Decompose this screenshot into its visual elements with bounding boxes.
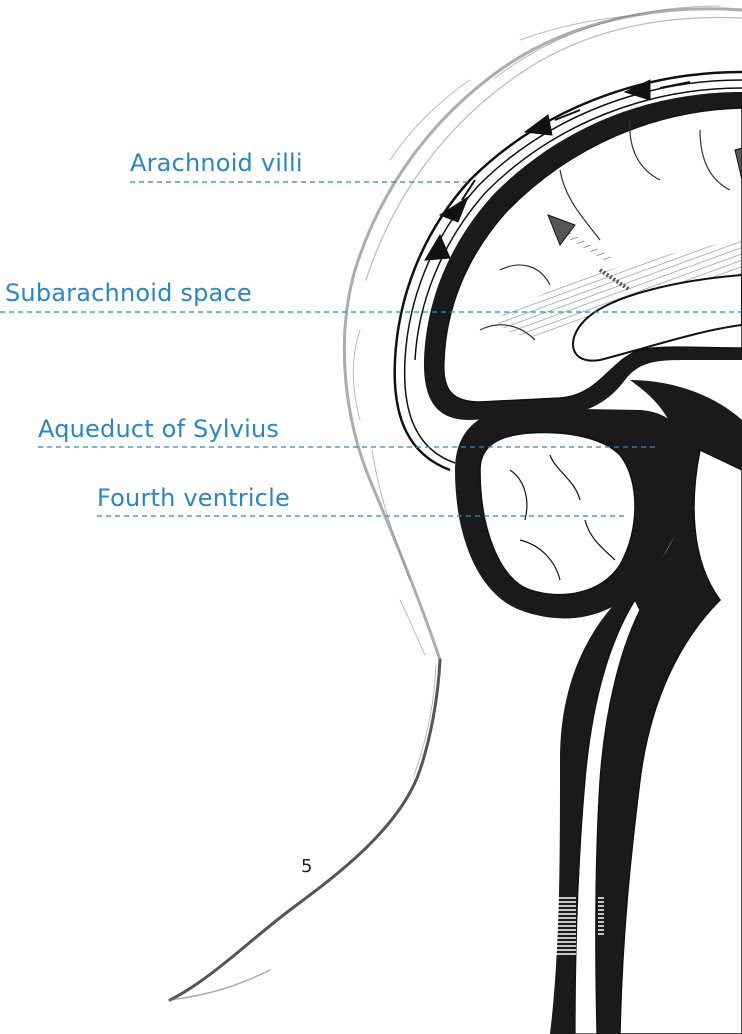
stripe-band-mid (598, 895, 604, 935)
stripe-band-right (642, 895, 662, 955)
label-arachnoid-villi: Arachnoid villi (130, 151, 303, 175)
stripe-band-left (556, 895, 576, 955)
label-fourth-ventricle: Fourth ventricle (97, 486, 290, 510)
label-subarachnoid-space: Subarachnoid space (5, 281, 252, 305)
label-aqueduct-of-sylvius: Aqueduct of Sylvius (38, 417, 279, 441)
page-number: 5 (301, 858, 312, 876)
